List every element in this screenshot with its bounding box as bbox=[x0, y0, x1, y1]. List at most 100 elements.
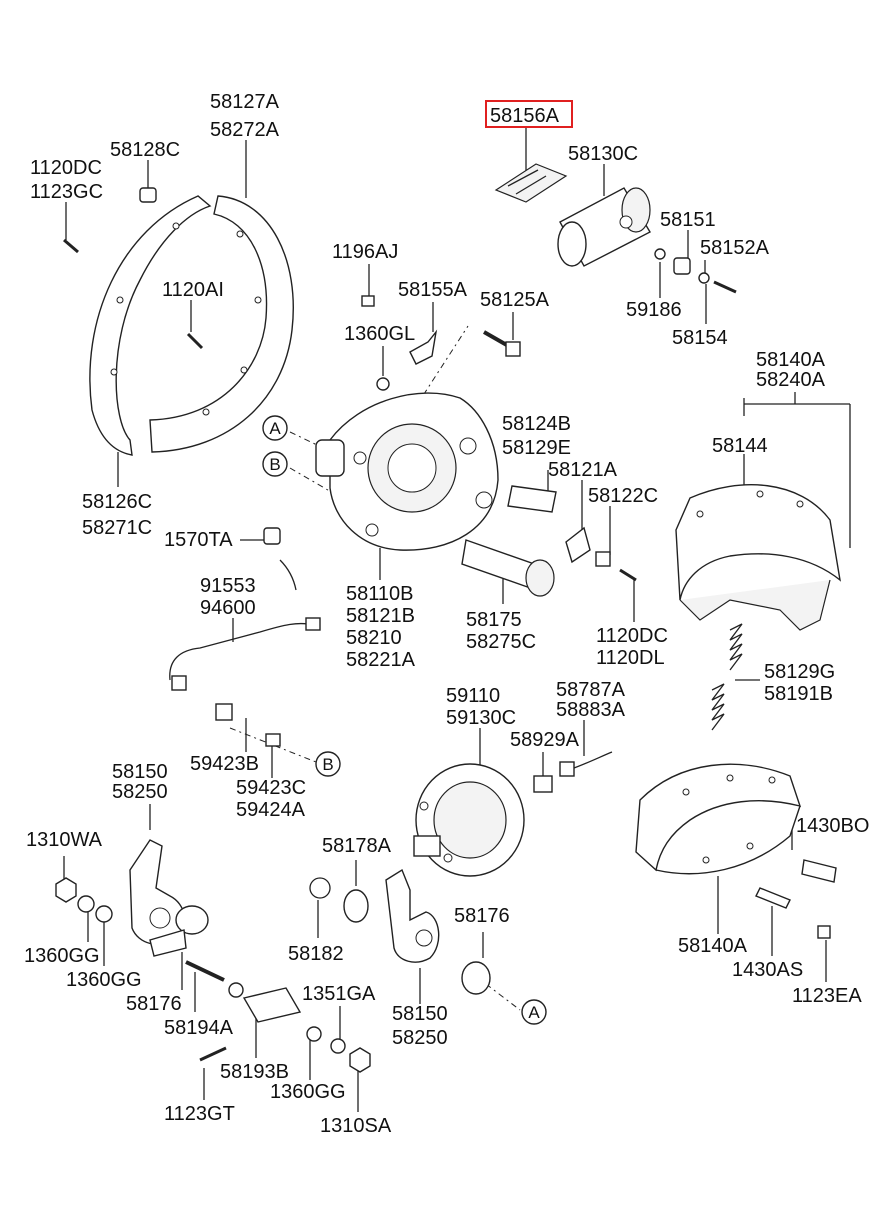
label-1123ea[interactable]: 1123EA bbox=[792, 985, 862, 1007]
bleeder-58151 bbox=[654, 248, 737, 294]
label-59423b[interactable]: 59423B bbox=[190, 753, 259, 775]
label-1351ga[interactable]: 1351GA bbox=[302, 983, 376, 1005]
label-59130c[interactable]: 59130C bbox=[446, 707, 516, 729]
bushing-58176-right bbox=[461, 961, 491, 995]
label-1360gg-c[interactable]: 1360GG bbox=[270, 1081, 346, 1103]
label-58126c[interactable]: 58126C bbox=[82, 491, 152, 513]
label-1123gt[interactable]: 1123GT bbox=[164, 1103, 235, 1125]
label-58140a-a[interactable]: 58140A bbox=[756, 349, 826, 371]
clip-58122c bbox=[595, 551, 611, 567]
label-58150-b[interactable]: 58150 bbox=[392, 1003, 448, 1025]
label-58154[interactable]: 58154 bbox=[672, 327, 728, 349]
label-1120dl[interactable]: 1120DL bbox=[596, 647, 665, 669]
abs-harness-91553 bbox=[169, 617, 321, 691]
callout-a-1: A bbox=[262, 415, 288, 441]
label-58182[interactable]: 58182 bbox=[288, 943, 344, 965]
callout-a-2-text: A bbox=[528, 1003, 540, 1022]
label-58127a[interactable]: 58127A bbox=[210, 91, 280, 113]
label-58129e[interactable]: 58129E bbox=[502, 437, 571, 459]
label-58193b[interactable]: 58193B bbox=[220, 1061, 289, 1083]
label-94600[interactable]: 94600 bbox=[200, 597, 256, 619]
sensor-1570ta bbox=[263, 527, 297, 591]
label-59110[interactable]: 59110 bbox=[446, 685, 500, 707]
label-58221a[interactable]: 58221A bbox=[346, 649, 416, 671]
label-1120dc-b[interactable]: 1120DC bbox=[596, 625, 668, 647]
label-1430bo[interactable]: 1430BO bbox=[796, 815, 869, 837]
bolt-58125a bbox=[483, 330, 521, 357]
label-58125a[interactable]: 58125A bbox=[480, 289, 550, 311]
callout-b-1: B bbox=[262, 451, 288, 477]
bolt-1196aj bbox=[361, 295, 375, 307]
label-1196aj[interactable]: 1196AJ bbox=[332, 241, 398, 263]
label-58122c[interactable]: 58122C bbox=[588, 485, 658, 507]
label-58191b[interactable]: 58191B bbox=[764, 683, 833, 705]
label-58155a[interactable]: 58155A bbox=[398, 279, 468, 301]
washer-1360gg-left bbox=[77, 895, 113, 923]
plate-58156a bbox=[494, 163, 568, 203]
bolt-1120dc-1123gc bbox=[63, 238, 79, 254]
stud-58194a bbox=[185, 960, 244, 998]
clip-59423c bbox=[265, 733, 281, 747]
label-58140a-b[interactable]: 58140A bbox=[678, 935, 748, 957]
label-1360gl[interactable]: 1360GL bbox=[344, 323, 415, 345]
pin-1430bo bbox=[801, 859, 837, 883]
label-58110b[interactable]: 58110B bbox=[346, 583, 413, 605]
label-58124b[interactable]: 58124B bbox=[502, 413, 571, 435]
nut-1310wa bbox=[55, 877, 77, 903]
label-1360gg-a[interactable]: 1360GG bbox=[24, 945, 100, 967]
label-58121a[interactable]: 58121A bbox=[548, 459, 618, 481]
label-59424a[interactable]: 59424A bbox=[236, 799, 306, 821]
label-58121b[interactable]: 58121B bbox=[346, 605, 415, 627]
label-58883a[interactable]: 58883A bbox=[556, 699, 626, 721]
bolt-1120ai bbox=[186, 332, 204, 350]
label-1120dc-a[interactable]: 1120DC bbox=[30, 157, 102, 179]
slack-adjuster-58150-right bbox=[385, 868, 440, 963]
bracket-58193b bbox=[242, 987, 302, 1023]
label-91553[interactable]: 91553 bbox=[200, 575, 256, 597]
label-1310sa[interactable]: 1310SA bbox=[320, 1115, 392, 1137]
label-58129g[interactable]: 58129G bbox=[764, 661, 835, 683]
label-58272a[interactable]: 58272A bbox=[210, 119, 280, 141]
label-58175[interactable]: 58175 bbox=[466, 609, 522, 631]
camshaft-58175 bbox=[461, 539, 555, 597]
leader-lines bbox=[63, 128, 851, 1112]
label-1570ta[interactable]: 1570TA bbox=[164, 529, 233, 551]
label-58210[interactable]: 58210 bbox=[346, 627, 402, 649]
label-58194a[interactable]: 58194A bbox=[164, 1017, 234, 1039]
snap-ring-58182 bbox=[309, 877, 331, 899]
label-58152a[interactable]: 58152A bbox=[700, 237, 770, 259]
label-58128c[interactable]: 58128C bbox=[110, 139, 180, 161]
label-1123gc[interactable]: 1123GC bbox=[30, 181, 103, 203]
label-58240a[interactable]: 58240A bbox=[756, 369, 826, 391]
label-58151[interactable]: 58151 bbox=[660, 209, 716, 231]
highlight-box-58156a bbox=[485, 100, 573, 128]
label-1120ai[interactable]: 1120AI bbox=[162, 279, 224, 301]
label-58150-a[interactable]: 58150 bbox=[112, 761, 168, 783]
washer-58178a bbox=[343, 889, 369, 923]
bolt-1123gt bbox=[199, 1046, 227, 1062]
wheel-cylinder-58130c bbox=[557, 187, 651, 267]
callout-b-1-text: B bbox=[269, 455, 280, 474]
bolt-1120dc-1120dl bbox=[619, 568, 637, 582]
label-58787a[interactable]: 58787A bbox=[556, 679, 626, 701]
label-58176-b[interactable]: 58176 bbox=[454, 905, 510, 927]
label-58178a[interactable]: 58178A bbox=[322, 835, 392, 857]
label-59423c[interactable]: 59423C bbox=[236, 777, 306, 799]
label-58275c[interactable]: 58275C bbox=[466, 631, 536, 653]
bushing-58176-left bbox=[149, 905, 209, 957]
label-58156a[interactable]: 58156A bbox=[490, 105, 560, 127]
label-58250-a[interactable]: 58250 bbox=[112, 781, 168, 803]
label-1360gg-b[interactable]: 1360GG bbox=[66, 969, 142, 991]
brake-chamber-59110 bbox=[413, 763, 525, 877]
pin-58124b bbox=[507, 485, 557, 513]
label-58144[interactable]: 58144 bbox=[712, 435, 768, 457]
label-58271c[interactable]: 58271C bbox=[82, 517, 152, 539]
label-58176-a[interactable]: 58176 bbox=[126, 993, 182, 1015]
label-1430as[interactable]: 1430AS bbox=[732, 959, 803, 981]
pin-1430as bbox=[755, 887, 791, 909]
label-58929a[interactable]: 58929A bbox=[510, 729, 580, 751]
label-58250-b[interactable]: 58250 bbox=[392, 1027, 448, 1049]
label-59186[interactable]: 59186 bbox=[626, 299, 682, 321]
label-58130c[interactable]: 58130C bbox=[568, 143, 638, 165]
label-1310wa[interactable]: 1310WA bbox=[26, 829, 103, 851]
